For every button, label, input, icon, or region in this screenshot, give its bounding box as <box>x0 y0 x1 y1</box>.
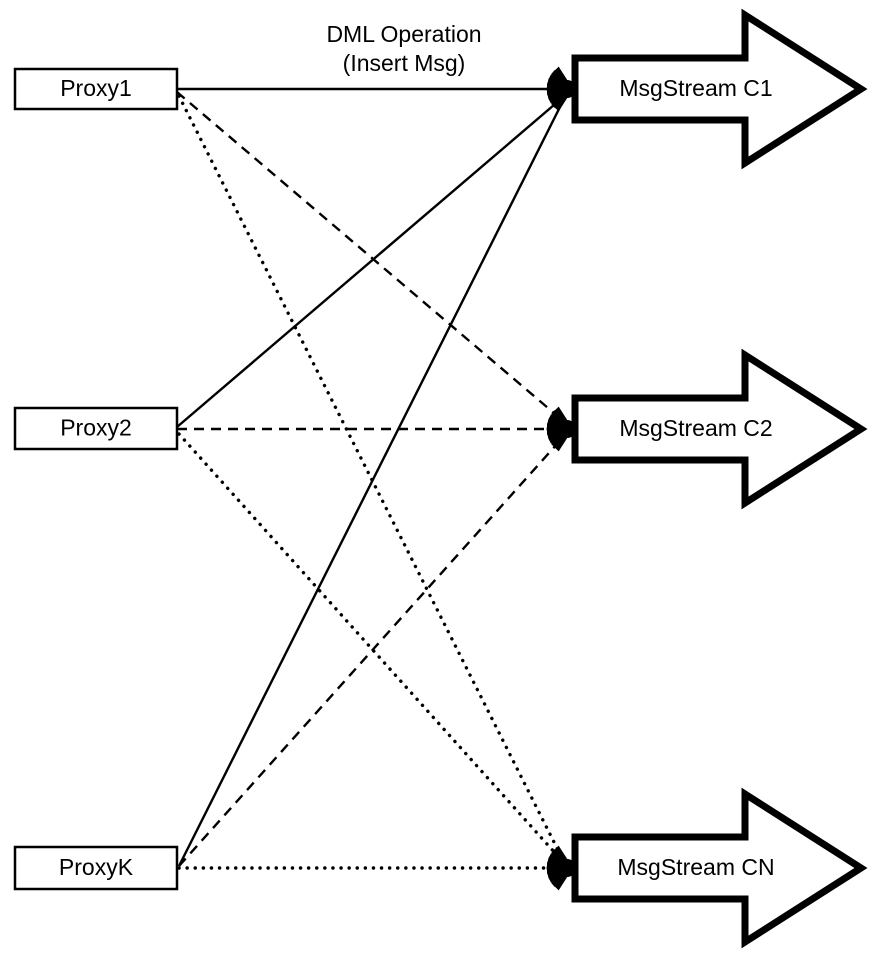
proxy-box-rect <box>13 67 179 111</box>
arrowhead-core <box>558 420 576 438</box>
msgstream-label: MsgStream C1 <box>619 75 772 101</box>
link-p2-c1 <box>176 92 569 428</box>
dml-operation-caption-line2: (Insert Msg) <box>343 50 466 76</box>
proxy-label: ProxyK <box>59 854 134 880</box>
links-layer <box>176 87 570 870</box>
proxy-node-proxyk[interactable]: ProxyK <box>13 845 179 891</box>
msgstream-node-stream_c2[interactable]: MsgStream C2 <box>571 348 868 510</box>
msgstream-arrow-shape <box>571 787 868 949</box>
link-p2-cn <box>177 432 566 865</box>
arrowhead-core <box>558 80 576 98</box>
arrowhead-head-c1 <box>546 66 576 112</box>
msgstream-node-stream_cn[interactable]: MsgStream CN <box>571 787 868 949</box>
proxy-node-proxy1[interactable]: Proxy1 <box>13 67 179 111</box>
msgstream-nodes-layer: MsgStream C1 MsgStream C2 MsgStream CN <box>571 8 868 949</box>
msgstream-label: MsgStream C2 <box>619 415 772 441</box>
arrowhead-head-cn <box>546 845 576 891</box>
msgstream-label: MsgStream CN <box>617 854 774 880</box>
proxy-label: Proxy2 <box>60 415 132 441</box>
arrowheads-layer <box>546 66 576 891</box>
link-p1-cn <box>177 94 566 864</box>
proxy-box-rect <box>13 845 179 891</box>
proxy-node-proxy2[interactable]: Proxy2 <box>13 406 179 451</box>
msgstream-node-stream_c1[interactable]: MsgStream C1 <box>571 8 868 170</box>
edge-caption-group: DML Operation (Insert Msg) <box>326 21 481 76</box>
arrowhead-head-c2 <box>546 406 576 452</box>
proxy-label: Proxy1 <box>60 75 132 101</box>
msgstream-arrow-shape <box>571 348 868 510</box>
proxy-box-rect <box>13 406 179 451</box>
link-pk-c2 <box>178 433 567 867</box>
dml-operation-caption-line1: DML Operation <box>326 21 481 47</box>
link-pk-c1 <box>177 94 568 867</box>
msgstream-arrow-shape <box>571 8 868 170</box>
arrowhead-core <box>558 859 576 877</box>
